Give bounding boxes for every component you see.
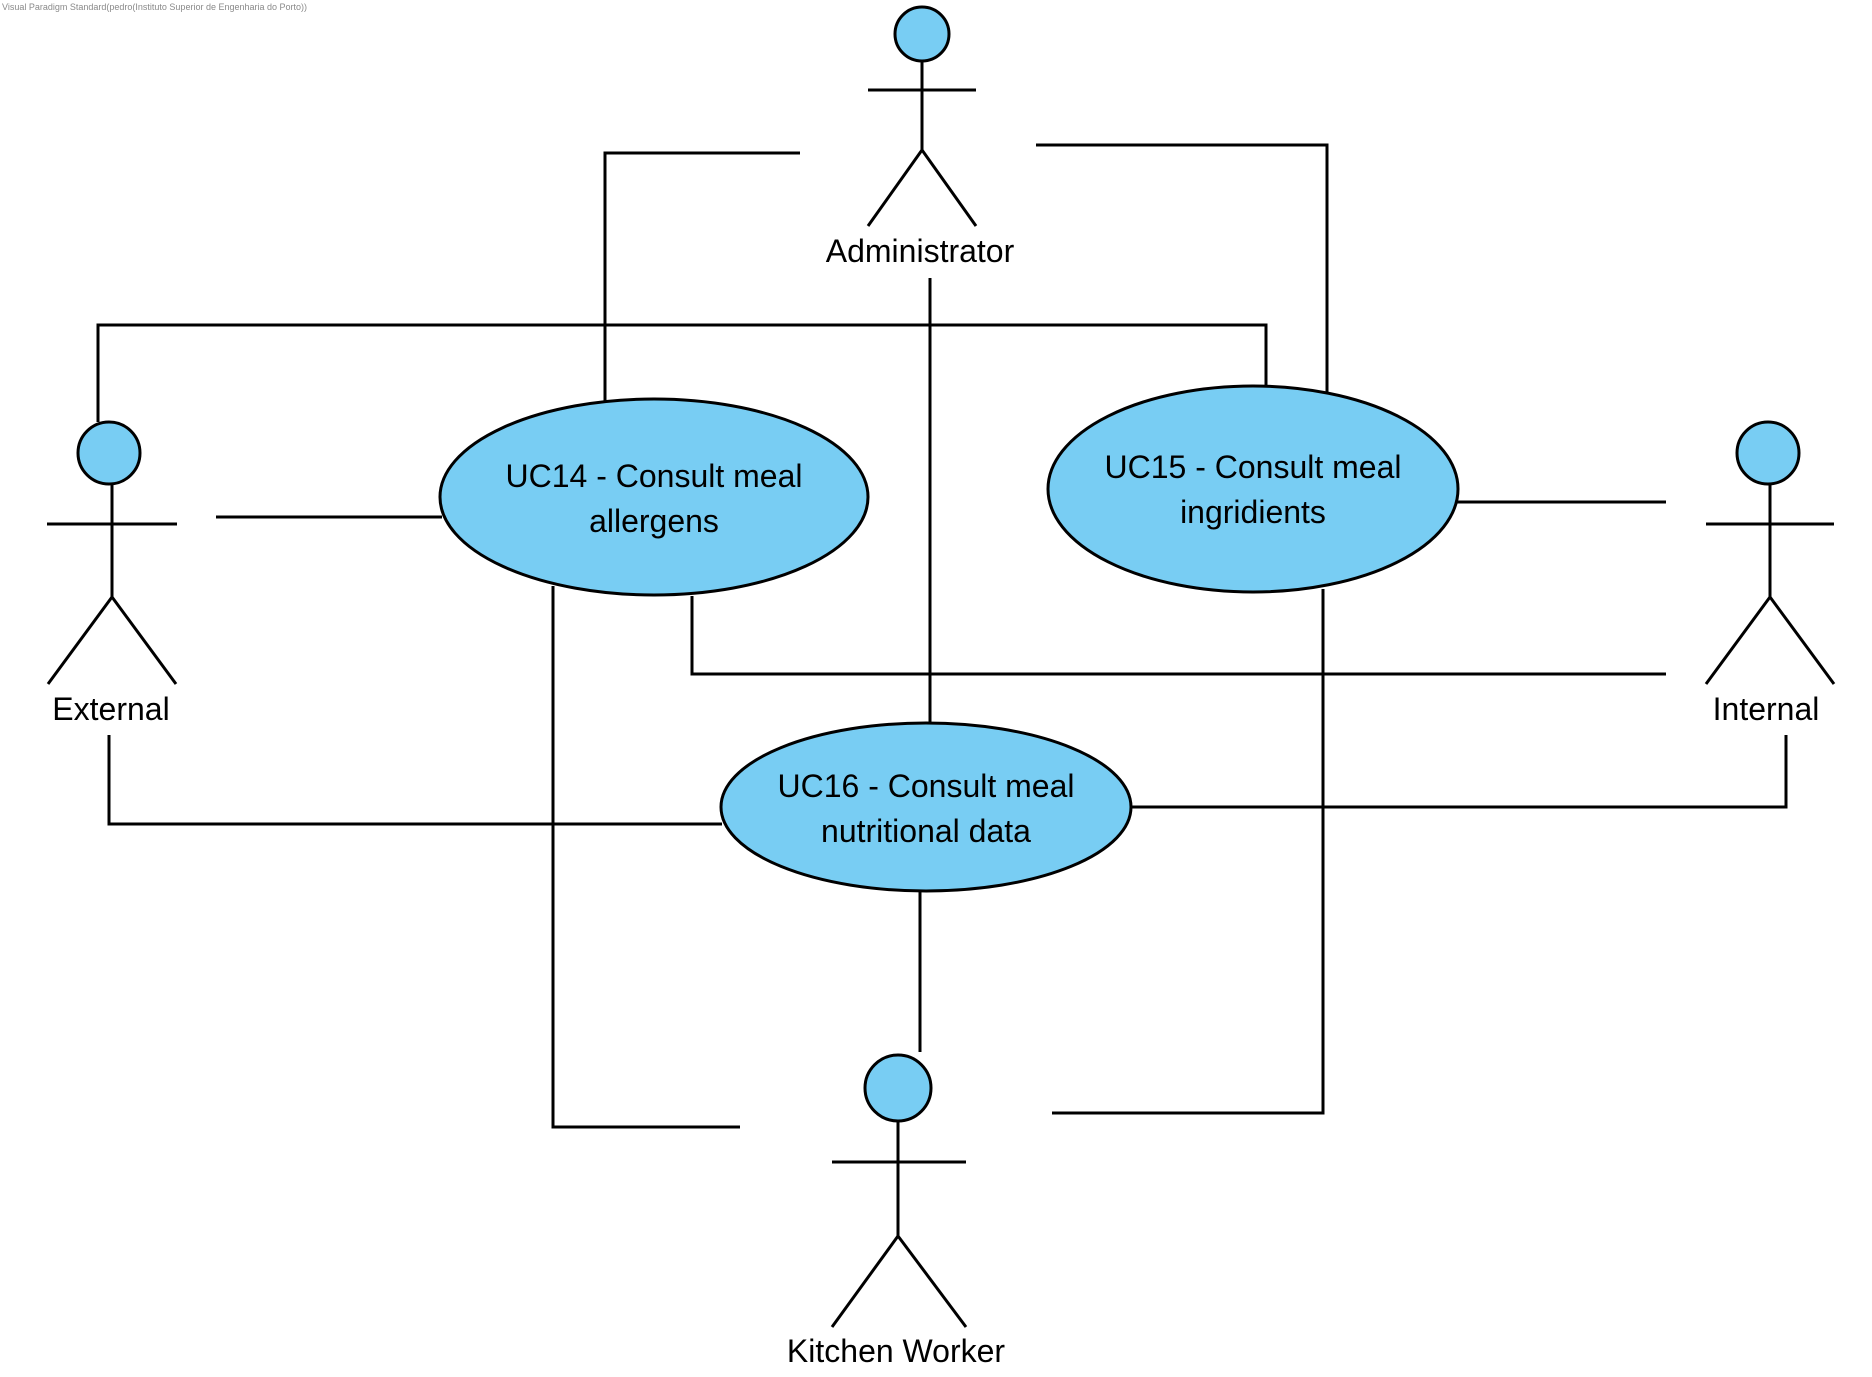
actor-kitchen-worker-left-leg: [830, 1235, 900, 1328]
assoc-kitchen-worker-uc14[interactable]: [551, 586, 740, 1129]
use-case-uc15-label-line1: UC15 - Consult meal: [1105, 449, 1402, 485]
actor-kitchen-worker-head: [863, 1053, 933, 1123]
watermark: Visual Paradigm Standard(pedro(Instituto…: [2, 2, 308, 12]
actor-administrator[interactable]: Administrator: [826, 5, 1015, 269]
actor-administrator-right-leg: [920, 149, 978, 227]
use-case-uc16[interactable]: UC16 - Consult meal nutritional data: [719, 721, 1133, 893]
use-case-uc15-shape[interactable]: [1046, 384, 1460, 594]
actor-internal-label: Internal: [1713, 691, 1820, 727]
use-case-uc14-shape[interactable]: [438, 397, 870, 597]
use-case-uc16-shape[interactable]: [719, 721, 1133, 893]
use-case-uc15-label-line2: ingridients: [1180, 494, 1326, 530]
actor-external-label: External: [52, 691, 169, 727]
actor-external[interactable]: External: [46, 420, 178, 727]
actor-internal[interactable]: Internal: [1704, 420, 1836, 727]
use-case-uc14-label-line2: allergens: [589, 503, 719, 539]
actor-administrator-head: [893, 5, 951, 63]
actor-kitchen-worker[interactable]: Kitchen Worker: [787, 1053, 1006, 1369]
use-case-uc16-label-line1: UC16 - Consult meal: [778, 768, 1075, 804]
use-case-uc16-label-line2: nutritional data: [821, 813, 1031, 849]
actor-external-left-leg: [46, 596, 114, 685]
use-case-uc15[interactable]: UC15 - Consult meal ingridients: [1046, 384, 1460, 594]
actor-kitchen-worker-label: Kitchen Worker: [787, 1333, 1006, 1369]
assoc-internal-uc16[interactable]: [1130, 735, 1788, 809]
assoc-external-uc16[interactable]: [107, 735, 722, 826]
assoc-external-uc15[interactable]: [96, 323, 1268, 422]
actor-administrator-left-leg: [866, 149, 924, 227]
actor-internal-right-leg: [1768, 596, 1836, 685]
assoc-administrator-uc14[interactable]: [603, 151, 800, 404]
actor-external-right-leg: [110, 596, 178, 685]
use-case-uc14-label-line1: UC14 - Consult meal: [506, 458, 803, 494]
actor-internal-head: [1735, 420, 1801, 486]
associations: [96, 143, 1788, 1129]
actor-kitchen-worker-right-leg: [896, 1235, 968, 1328]
assoc-kitchen-worker-uc15[interactable]: [1052, 589, 1325, 1115]
assoc-administrator-uc15[interactable]: [1036, 143, 1329, 392]
use-case-uc14[interactable]: UC14 - Consult meal allergens: [438, 397, 870, 597]
assoc-internal-uc14[interactable]: [690, 596, 1666, 676]
actor-administrator-label: Administrator: [826, 233, 1015, 269]
actor-internal-left-leg: [1704, 596, 1772, 685]
actor-external-head: [76, 420, 142, 486]
